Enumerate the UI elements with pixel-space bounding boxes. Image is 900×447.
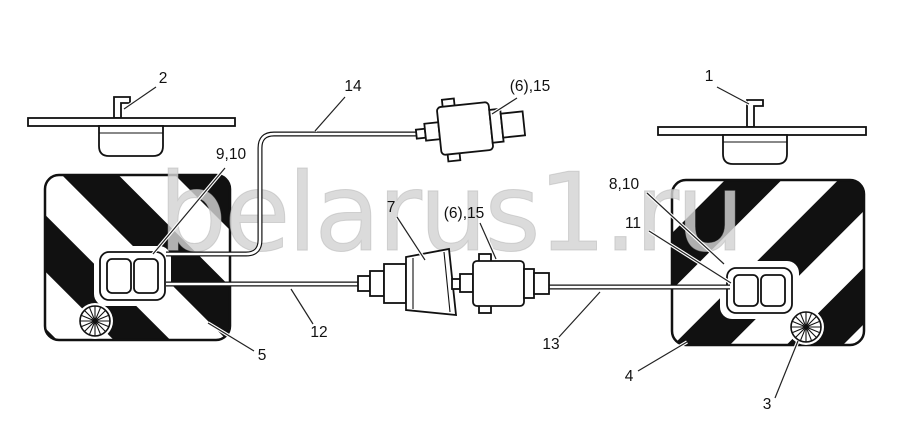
svg-text:(6),15: (6),15: [444, 205, 485, 222]
svg-text:9,10: 9,10: [216, 146, 247, 163]
left-board-lamp-cell-2: [133, 258, 159, 294]
middle-socket-bell: [357, 247, 458, 317]
callout-8-10: 8,10: [609, 176, 726, 266]
callout-1: 1: [705, 68, 750, 106]
right-top-lamp-assembly: [657, 99, 867, 165]
callout-6-15-mid: (6),15: [444, 205, 498, 260]
svg-text:7: 7: [387, 199, 396, 216]
svg-text:13: 13: [542, 336, 559, 353]
callout-11: 11: [625, 215, 732, 285]
callout-12: 12: [289, 288, 328, 341]
svg-text:5: 5: [258, 347, 267, 364]
svg-text:14: 14: [344, 78, 362, 95]
svg-text:1: 1: [705, 68, 714, 85]
top-connector-plug: [414, 97, 527, 163]
left-reflector-icon: [76, 302, 114, 340]
right-lamp-bracket: [746, 99, 764, 128]
right-reflector-icon: [787, 308, 825, 346]
callout-4: 4: [625, 340, 688, 385]
callouts: 2 14 (6),15 1 9,10 8,10: [123, 68, 800, 413]
callout-3: 3: [763, 340, 800, 413]
right-warning-board: [670, 178, 866, 347]
callout-2: 2: [123, 70, 168, 111]
callout-6-15-top: (6),15: [491, 78, 551, 116]
svg-text:12: 12: [310, 324, 327, 341]
svg-text:3: 3: [763, 396, 772, 413]
left-lamp-housing: [98, 125, 164, 157]
callout-9-10: 9,10: [151, 146, 247, 256]
svg-text:11: 11: [625, 215, 641, 232]
watermark-text: belarus1.ru: [158, 151, 741, 276]
callout-14: 14: [313, 78, 362, 133]
left-top-lamp-assembly: [27, 96, 236, 157]
svg-text:8,10: 8,10: [609, 176, 640, 193]
left-board-lamp-cell-1: [106, 258, 132, 294]
cable-14: [166, 131, 430, 257]
svg-text:4: 4: [625, 368, 634, 385]
svg-text:(6),15: (6),15: [510, 78, 551, 95]
callout-7: 7: [387, 199, 427, 261]
callout-5: 5: [207, 321, 267, 364]
svg-text:2: 2: [159, 70, 168, 87]
left-lamp-bar: [27, 117, 236, 127]
right-board-lamp-cell-1: [733, 274, 759, 307]
right-lamp-bar: [657, 126, 867, 136]
middle-connector-plug: [451, 253, 550, 314]
callout-13: 13: [542, 290, 602, 353]
right-board-lamp-cell-2: [760, 274, 786, 307]
